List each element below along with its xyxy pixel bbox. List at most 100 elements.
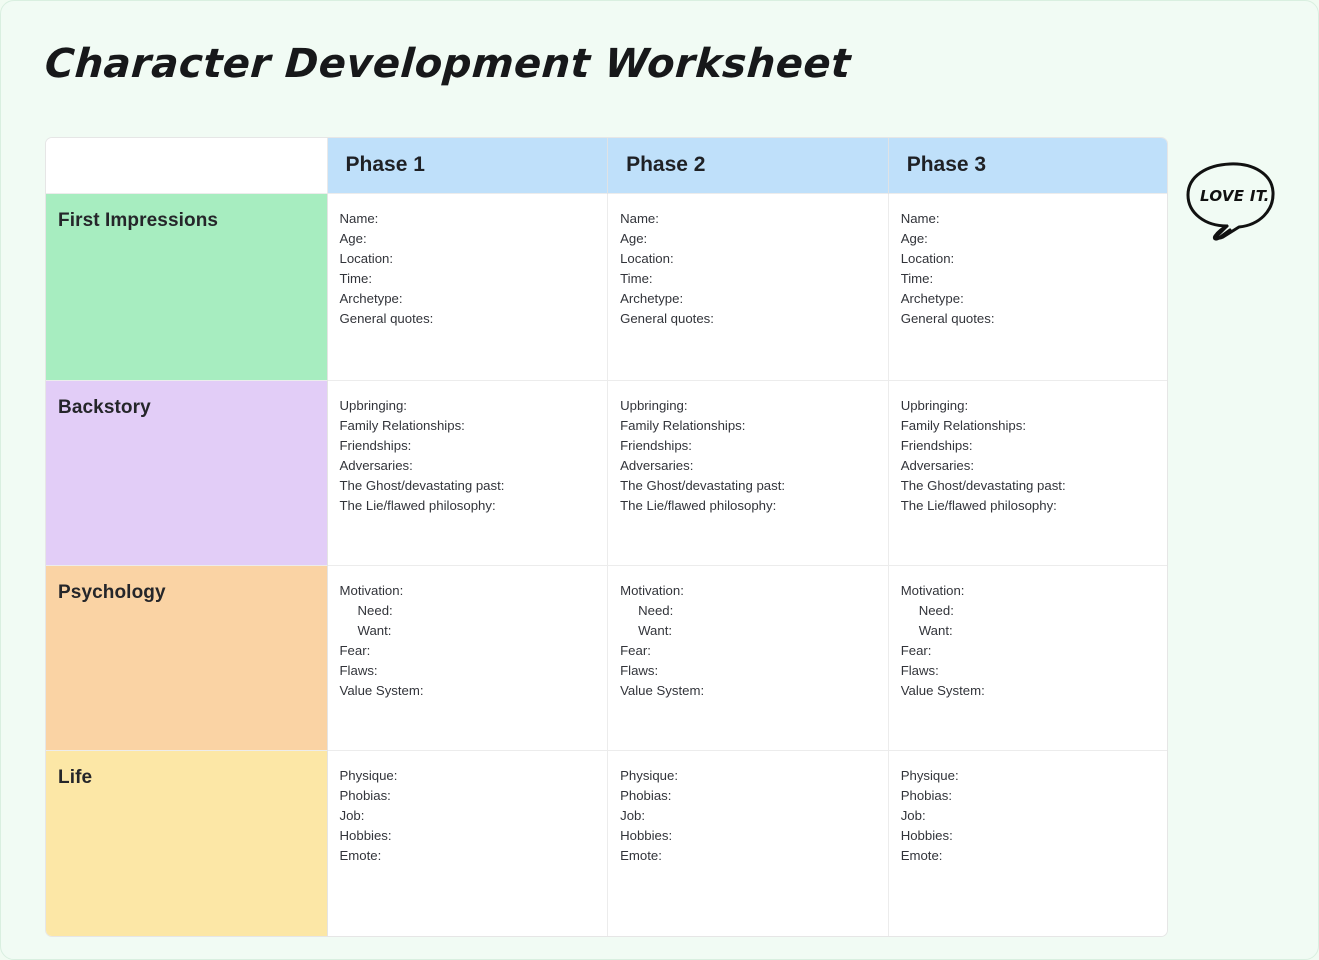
field-label: Job: (620, 807, 646, 823)
field-label: Family Relationships: (339, 417, 465, 433)
field-label: Upbringing: (339, 397, 407, 413)
table-header-row: Phase 1 Phase 2 Phase 3 (46, 138, 1167, 193)
field-label: Friendships: (620, 437, 692, 453)
field-label: Upbringing: (620, 397, 688, 413)
field-list: Name:Age:Location:Time:Archetype:General… (340, 209, 608, 330)
field-label: Physique: (900, 767, 959, 783)
field-label: Hobbies: (620, 827, 673, 843)
cell-4-phase-3[interactable]: Physique:Phobias:Job:Hobbies:Emote: (888, 749, 1167, 936)
field-label: Age: (620, 230, 648, 246)
field-label: Time: (339, 270, 372, 286)
field-label: Value System: (900, 682, 985, 698)
column-header-phase-2: Phase 2 (607, 138, 889, 193)
field-label: Adversaries: (620, 457, 694, 473)
cell-4-phase-2[interactable]: Physique:Phobias:Job:Hobbies:Emote: (607, 749, 889, 936)
field-label: Need: (638, 602, 674, 618)
field-label: Time: (900, 270, 934, 286)
field-label: Friendships: (900, 437, 973, 453)
column-header-phase-1: Phase 1 (327, 138, 609, 193)
row-label-first-impressions: First Impressions (46, 192, 328, 380)
field-label: Physique: (339, 767, 398, 783)
cell-3-phase-3[interactable]: Motivation:Need:Want:Fear:Flaws:Value Sy… (888, 564, 1167, 750)
field-label: Motivation: (900, 582, 965, 598)
cell-2-phase-3[interactable]: Upbringing: Family Relationships: Friendsh… (888, 379, 1167, 565)
field-label: Need: (918, 602, 954, 618)
speech-bubble-icon (1186, 162, 1275, 241)
field-label: Age: (339, 230, 367, 246)
field-label: Phobias: (620, 787, 672, 803)
field-label: Adversaries: (900, 457, 974, 473)
field-label: Location: (900, 250, 955, 266)
field-label: Emote: (900, 847, 943, 863)
field-label: Job: (900, 807, 926, 823)
field-label: Emote: (620, 847, 662, 863)
field-list: Upbringing: Family Relationships: Friendsh… (620, 396, 888, 517)
field-label: The Ghost/devastating past: (339, 477, 505, 493)
cell-2-phase-1[interactable]: Upbringing: Family Relationships: Friendsh… (327, 379, 609, 565)
field-label: Flaws: (339, 662, 378, 678)
field-label: Archetype: (339, 290, 403, 306)
page-title: Character Development Worksheet (43, 41, 853, 87)
field-list: Upbringing: Family Relationships: Friendsh… (340, 396, 608, 517)
field-label: Flaws: (620, 662, 659, 678)
field-label: Hobbies: (900, 827, 953, 843)
field-label: Motivation: (620, 582, 684, 598)
worksheet-table-container: Phase 1 Phase 2 Phase 3 First Impression… (45, 137, 1168, 937)
field-list: Motivation:Need:Want:Fear:Flaws:Value Sy… (340, 581, 608, 702)
field-label: Fear: (620, 642, 651, 658)
field-list: Name:Age:Location:Time:Archetype:General… (620, 209, 888, 330)
cell-1-phase-1[interactable]: Name:Age:Location:Time:Archetype:General… (327, 192, 609, 380)
field-label: Archetype: (620, 290, 684, 306)
field-label: Fear: (900, 642, 932, 658)
field-label: Name: (339, 210, 379, 226)
table-header: Phase 1 Phase 2 Phase 3 (46, 138, 1167, 193)
worksheet-table: Phase 1 Phase 2 Phase 3 First Impression… (46, 138, 1167, 936)
field-label: Fear: (339, 642, 371, 658)
field-label: Value System: (339, 682, 424, 698)
field-label: Time: (620, 270, 653, 286)
field-list: Name: Age: Location: Time: Archetype: General… (900, 209, 1167, 330)
field-label: Job: (339, 807, 365, 823)
field-list: Physique:Phobias:Job:Hobbies:Emote: (900, 766, 1167, 866)
field-list: Upbringing: Family Relationships: Friendsh… (900, 396, 1167, 517)
cell-1-phase-2[interactable]: Name:Age:Location:Time:Archetype:General… (607, 192, 889, 380)
field-label: Archetype: (900, 290, 964, 306)
field-list: Motivation:Need:Want:Fear:Flaws:Value Sy… (900, 581, 1167, 702)
table-row: Psychology Motivation: Need: Want: Fear: Flaw… (46, 564, 1167, 750)
cell-2-phase-2[interactable]: Upbringing: Family Relationships: Friendsh… (607, 379, 889, 565)
field-label: Adversaries: (339, 457, 413, 473)
field-label: Age: (900, 230, 928, 246)
row-label-psychology: Psychology (46, 564, 328, 750)
field-label: Location: (620, 250, 674, 266)
field-label: Emote: (339, 847, 382, 863)
field-list: Motivation:Need:Want:Fear:Flaws:Value Sy… (620, 581, 888, 702)
cell-3-phase-1[interactable]: Motivation:Need:Want:Fear:Flaws:Value Sy… (327, 564, 609, 750)
love-it-sticker: LOVE IT. (1183, 159, 1279, 251)
row-label-life: Life (46, 749, 328, 936)
header-corner-cell (46, 138, 328, 193)
field-label: Friendships: (339, 437, 412, 453)
field-label: Motivation: (339, 582, 404, 598)
cell-4-phase-1[interactable]: Physique:Phobias:Job:Hobbies:Emote: (327, 749, 609, 936)
field-label: The Ghost/devastating past: (900, 477, 1066, 493)
field-list: Physique:Phobias:Job:Hobbies:Emote: (620, 766, 888, 866)
field-label: The Lie/flawed philosophy: (900, 497, 1057, 513)
cell-3-phase-2[interactable]: Motivation:Need:Want:Fear:Flaws:Value Sy… (607, 564, 889, 750)
cell-1-phase-3[interactable]: Name: Age: Location: Time: Archetype: General… (888, 192, 1167, 380)
field-label: Family Relationships: (620, 417, 746, 433)
field-list: Physique:Phobias:Job:Hobbies:Emote: (340, 766, 608, 866)
column-header-phase-3: Phase 3 (888, 138, 1167, 193)
sticker-label: LOVE IT. (1200, 187, 1270, 205)
table-row: Life Physique: Phobias: Job: Hobbies: Emote: P… (46, 749, 1167, 936)
field-label: Name: (900, 210, 940, 226)
field-label: The Lie/flawed philosophy: (620, 497, 777, 513)
field-label: Want: (638, 622, 673, 638)
field-label: Upbringing: (900, 397, 969, 413)
field-label: Need: (357, 602, 393, 618)
field-label: Phobias: (339, 787, 391, 803)
field-label: General quotes: (900, 310, 995, 326)
field-label: General quotes: (620, 310, 714, 326)
field-label: Family Relationships: (900, 417, 1027, 433)
